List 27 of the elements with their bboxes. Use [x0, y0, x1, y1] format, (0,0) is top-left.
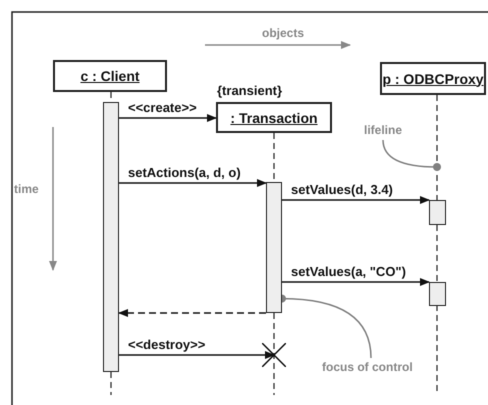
object-box — [380, 62, 486, 95]
message-label: <<destroy>> — [127, 337, 206, 352]
message-label: setValues(a, "CO") — [290, 264, 407, 279]
message-arrow — [119, 114, 217, 122]
activation-bar — [429, 282, 446, 306]
object-box — [216, 102, 332, 133]
message-arrow — [282, 196, 430, 204]
message-arrow — [282, 278, 430, 286]
annotation-label: focus of control — [322, 360, 420, 375]
object-name: : Transaction — [230, 110, 318, 126]
annotation-label: lifeline — [364, 123, 402, 138]
message-arrow — [118, 309, 266, 317]
destruction-mark — [262, 343, 286, 367]
activation-bar — [266, 182, 282, 313]
object-name: c : Client — [80, 68, 140, 84]
message-arrow — [119, 351, 275, 359]
constraint-label: {transient} — [216, 83, 284, 98]
activation-bar — [429, 200, 446, 225]
object-box — [53, 60, 167, 92]
activation-bar — [103, 102, 119, 372]
object-name: p : ODBCProxy — [382, 70, 484, 86]
leader-line — [382, 140, 441, 171]
message-label: setValues(d, 3.4) — [290, 182, 394, 197]
message-arrow — [119, 179, 267, 187]
axis-label: objects — [262, 26, 304, 40]
axis-label: time — [14, 182, 39, 196]
message-label: setActions(a, d, o) — [127, 165, 242, 180]
